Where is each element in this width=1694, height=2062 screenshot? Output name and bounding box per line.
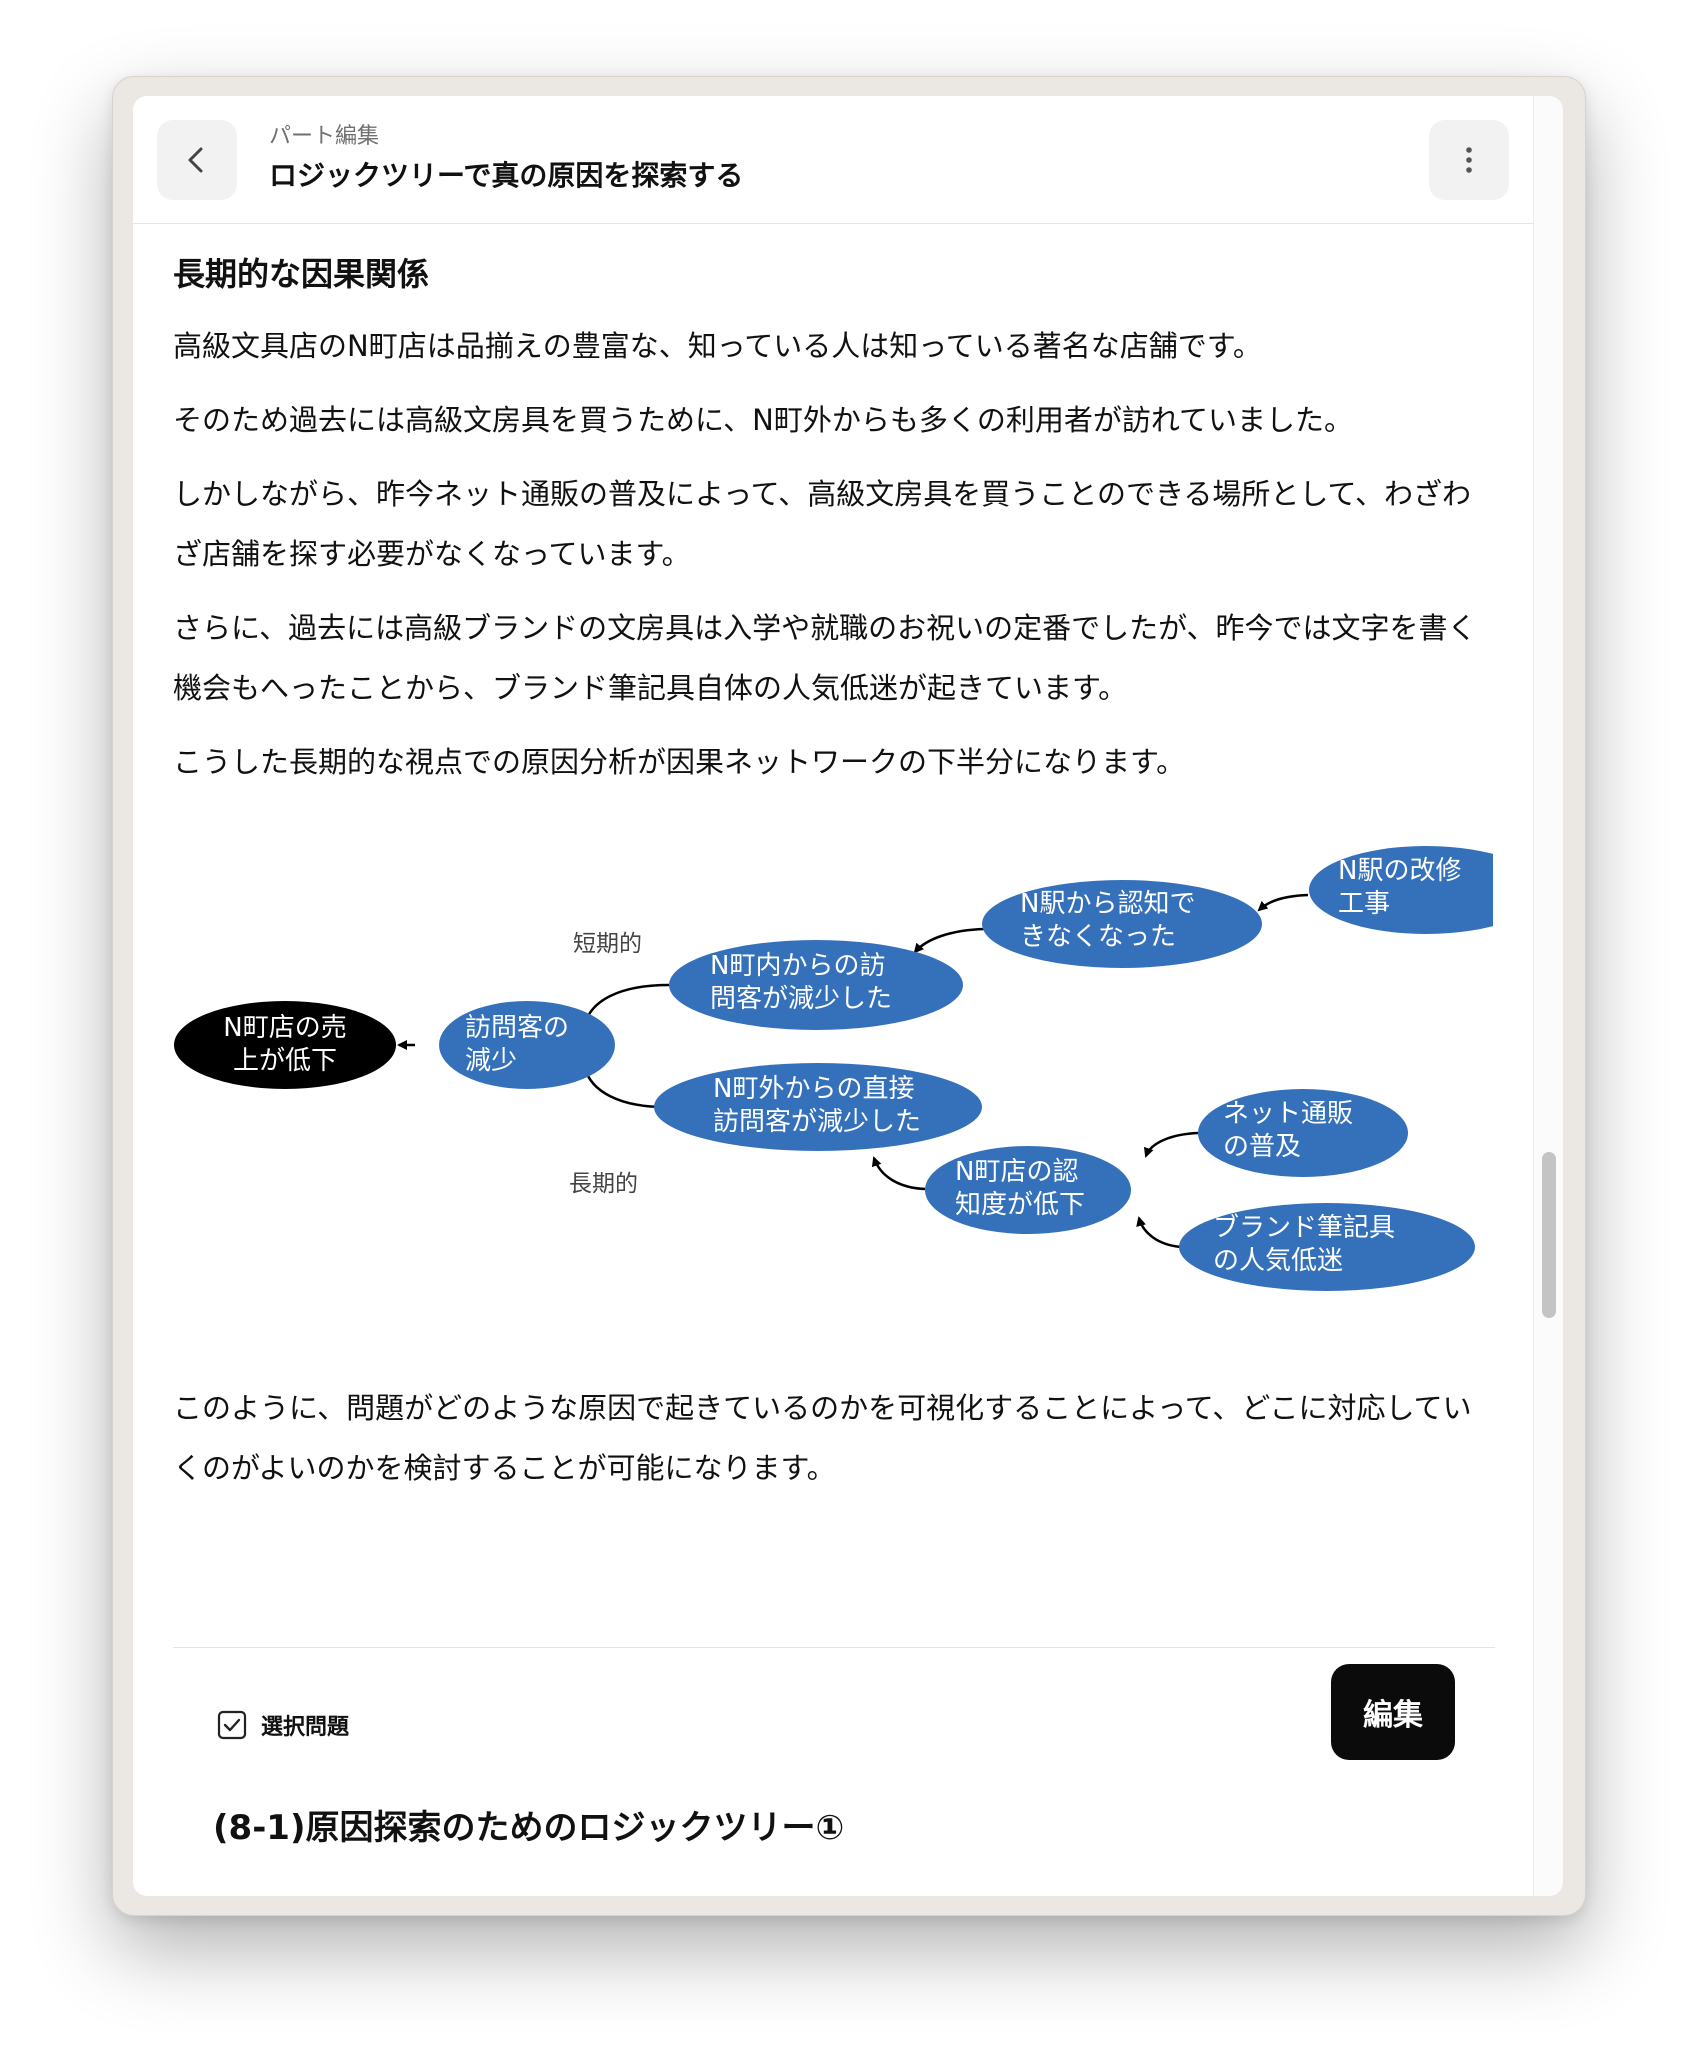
svg-text:工事: 工事 (1338, 889, 1390, 919)
back-button[interactable] (157, 120, 237, 200)
scrollbar[interactable] (1533, 96, 1563, 1896)
svg-text:訪問客の: 訪問客の (465, 1013, 569, 1043)
svg-text:きなくなった: きなくなった (1020, 922, 1176, 952)
svg-text:訪問客が減少した: 訪問客が減少した (713, 1107, 921, 1137)
svg-text:N駅の改修: N駅の改修 (1338, 856, 1461, 886)
svg-text:上が低下: 上が低下 (233, 1046, 337, 1076)
question-type-label: 選択問題 (261, 1715, 350, 1740)
svg-text:N町店の売: N町店の売 (223, 1013, 346, 1043)
arrow-station-to-intown (913, 927, 985, 954)
svg-text:の普及: の普及 (1223, 1132, 1301, 1162)
svg-text:の人気低迷: の人気低迷 (1213, 1246, 1343, 1276)
chevron-left-icon (188, 147, 203, 173)
svg-text:知度が低下: 知度が低下 (955, 1190, 1085, 1220)
svg-text:ブランド筆記具: ブランド筆記具 (1213, 1213, 1395, 1243)
divider (173, 1647, 1495, 1648)
more-options-button[interactable] (1429, 120, 1509, 200)
arrow-awareness-to-outtown (871, 1156, 926, 1191)
arrow-online-to-awareness (1143, 1131, 1199, 1158)
arrow-brand-to-awareness (1136, 1216, 1182, 1249)
node-brand-pen-slump: ブランド筆記具 の人気低迷 (1179, 1203, 1475, 1291)
question-type: 選択問題 (217, 1708, 349, 1742)
edit-button[interactable]: 編集 (1331, 1664, 1455, 1760)
arrow-intown-to-visitors (582, 983, 670, 1026)
checkbox-icon (217, 1710, 247, 1740)
node-station-unseen: N駅から認知で きなくなった (982, 880, 1262, 968)
paragraph: しかしながら、昨今ネット通販の普及によって、高級文房具を買うことのできる場所とし… (173, 477, 1472, 571)
svg-text:N町内からの訪: N町内からの訪 (710, 951, 885, 981)
page-title: ロジックツリーで真の原因を探索する (269, 159, 744, 192)
svg-text:減少: 減少 (465, 1046, 517, 1076)
question-title: (8-1)原因探索のためのロジックツリー① (213, 1808, 845, 1848)
article-body: 長期的な因果関係 高級文具店のN町店は品揃えの豊富な、知っている人は知っている著… (173, 224, 1493, 1512)
node-station-repair: N駅の改修 工事 (1309, 846, 1493, 934)
node-in-town-visitors-down: N町内からの訪 問客が減少した (669, 940, 963, 1030)
vertical-dots-icon (1466, 147, 1472, 173)
paragraph: そのため過去には高級文房具を買うために、N町外からも多くの利用者が訪れていました… (173, 403, 1353, 437)
scrollbar-thumb[interactable] (1542, 1152, 1556, 1318)
top-bar: パート編集 ロジックツリーで真の原因を探索する (133, 96, 1533, 224)
causal-network-diagram: 短期的 長期的 N町店の売 上が低下 訪問客の 減少 N町内からの訪 問客が減少… (174, 846, 1493, 1291)
breadcrumb: パート編集 (269, 124, 380, 149)
node-visitors-down: 訪問客の 減少 (439, 1001, 615, 1089)
paragraph: このように、問題がどのような原因で起きているのかを可視化することによって、どこに… (173, 1391, 1472, 1485)
paragraph: さらに、過去には高級ブランドの文房具は入学や就職のお祝いの定番でしたが、昨今では… (173, 611, 1477, 705)
short-term-label: 短期的 (573, 931, 642, 957)
editor-window: パート編集 ロジックツリーで真の原因を探索する 長期的な因果関係 高級文具店のN… (133, 96, 1563, 1896)
svg-text:N駅から認知で: N駅から認知で (1020, 889, 1195, 919)
node-online-shopping-spread: ネット通販 の普及 (1198, 1089, 1408, 1177)
node-awareness-down: N町店の認 知度が低下 (925, 1146, 1131, 1234)
long-term-label: 長期的 (569, 1171, 638, 1197)
svg-text:N町外からの直接: N町外からの直接 (713, 1074, 914, 1104)
node-out-town-visitors-down: N町外からの直接 訪問客が減少した (654, 1063, 982, 1151)
node-sales-down: N町店の売 上が低下 (174, 1001, 396, 1089)
paragraph: 高級文具店のN町店は品揃えの豊富な、知っている人は知っている著名な店舗です。 (173, 329, 1262, 363)
section-heading: 長期的な因果関係 (173, 255, 430, 293)
paragraph: こうした長期的な視点での原因分析が因果ネットワークの下半分になります。 (173, 745, 1186, 779)
arrow-outtown-to-visitors (582, 1066, 666, 1109)
arrow-repair-to-station (1257, 893, 1309, 912)
svg-text:N町店の認: N町店の認 (955, 1157, 1078, 1187)
svg-text:問客が減少した: 問客が減少した (710, 984, 892, 1014)
svg-text:ネット通販: ネット通販 (1223, 1099, 1353, 1129)
